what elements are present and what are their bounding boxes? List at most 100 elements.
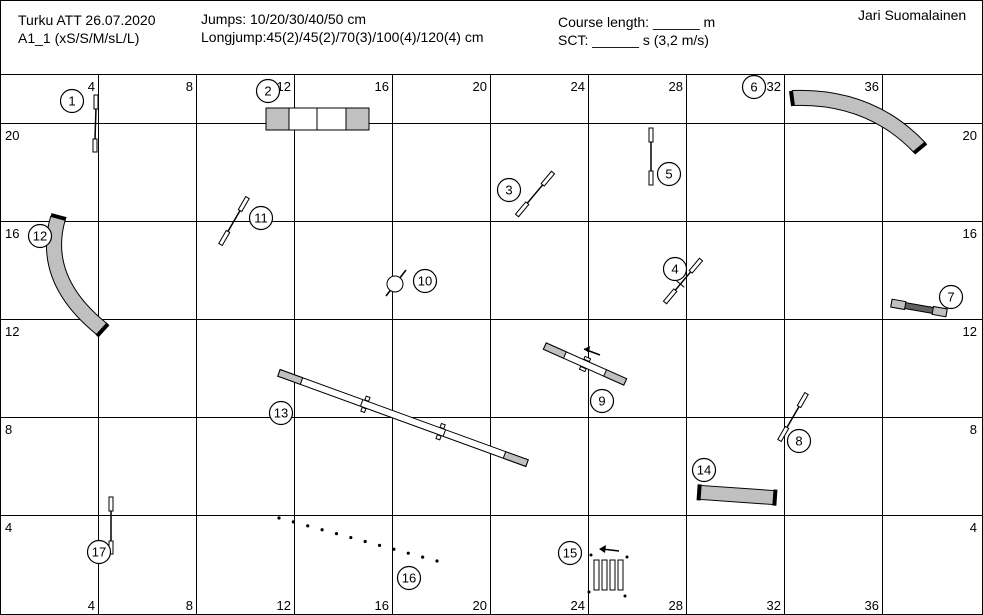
svg-text:12: 12 bbox=[33, 229, 47, 244]
course-number-17: 17 bbox=[86, 539, 112, 565]
right-grid-label: 12 bbox=[963, 324, 977, 339]
course-number-11: 11 bbox=[248, 205, 274, 231]
arrowhead-9 bbox=[584, 346, 590, 353]
svg-text:11: 11 bbox=[254, 211, 268, 226]
svg-text:8: 8 bbox=[795, 434, 802, 449]
obstacle-15-longjump bbox=[587, 545, 629, 598]
course-number-7: 7 bbox=[938, 284, 964, 310]
bottom-grid-label: 36 bbox=[865, 598, 879, 613]
weave-pole bbox=[406, 551, 410, 555]
course-number-1: 1 bbox=[59, 88, 85, 114]
right-grid-label: 20 bbox=[963, 128, 977, 143]
course-number-3: 3 bbox=[496, 177, 522, 203]
judge-name: Jari Suomalainen bbox=[858, 7, 967, 23]
svg-text:7: 7 bbox=[947, 290, 954, 305]
obstacle-4-jump bbox=[662, 257, 704, 305]
svg-text:3: 3 bbox=[505, 183, 512, 198]
obstacle-3-jump bbox=[514, 170, 556, 218]
top-grid-label: 20 bbox=[473, 79, 487, 94]
weave-pole bbox=[349, 535, 353, 540]
weave-pole bbox=[377, 543, 382, 547]
weave-pole bbox=[421, 555, 425, 559]
weave-pole bbox=[392, 547, 396, 551]
obstacle-1-jump bbox=[92, 94, 99, 153]
course-number-2: 2 bbox=[255, 78, 281, 104]
svg-text:6: 6 bbox=[750, 80, 757, 95]
svg-text:16: 16 bbox=[402, 571, 416, 586]
weave-pole bbox=[277, 516, 281, 520]
bottom-grid-label: 20 bbox=[473, 598, 487, 613]
course-number-12: 12 bbox=[27, 223, 53, 249]
weave-pole bbox=[291, 520, 295, 524]
svg-text:1: 1 bbox=[68, 94, 75, 109]
svg-text:13: 13 bbox=[274, 406, 288, 421]
sct-label: SCT: ______ s (3,2 m/s) bbox=[558, 32, 709, 48]
obstacle-8-jump bbox=[777, 391, 809, 443]
right-grid-label: 4 bbox=[970, 520, 977, 535]
course-number-14: 14 bbox=[691, 457, 717, 483]
bottom-grid-label: 4 bbox=[88, 598, 95, 613]
course-number-10: 10 bbox=[412, 268, 438, 294]
svg-text:2: 2 bbox=[264, 84, 271, 99]
left-grid-label: 8 bbox=[5, 422, 12, 437]
top-grid-label: 32 bbox=[767, 79, 781, 94]
obstacle-7-tunnel-short bbox=[890, 298, 948, 318]
course-number-13: 13 bbox=[268, 400, 294, 426]
course-number-6: 6 bbox=[741, 74, 767, 100]
obstacle-11-jump bbox=[218, 195, 250, 247]
svg-text:5: 5 bbox=[665, 167, 672, 182]
weave-pole bbox=[320, 528, 324, 532]
course-number-4: 4 bbox=[662, 256, 688, 282]
obstacle-14-tunnel bbox=[696, 484, 778, 506]
course-number-9: 9 bbox=[589, 388, 615, 414]
weave-pole bbox=[363, 539, 367, 544]
bottom-grid-label: 28 bbox=[669, 598, 683, 613]
right-grid-label: 8 bbox=[970, 422, 977, 437]
top-grid-label: 4 bbox=[88, 79, 95, 94]
svg-text:9: 9 bbox=[598, 394, 605, 409]
obstacle-13-dogwalk bbox=[277, 368, 529, 468]
top-grid-label: 16 bbox=[375, 79, 389, 94]
top-grid-label: 24 bbox=[571, 79, 585, 94]
svg-text:14: 14 bbox=[697, 463, 711, 478]
longjump-sizes: Longjump:45(2)/45(2)/70(3)/100(4)/120(4)… bbox=[201, 29, 484, 45]
left-grid-label: 16 bbox=[5, 226, 19, 241]
svg-text:15: 15 bbox=[563, 546, 577, 561]
obstacle-10-tire bbox=[385, 269, 407, 297]
top-grid-label: 8 bbox=[186, 79, 193, 94]
obstacle-12-tunnel bbox=[46, 213, 110, 338]
course-number-5: 5 bbox=[656, 161, 682, 187]
course-number-15: 15 bbox=[557, 540, 583, 566]
class-label: A1_1 (xS/S/M/sL/L) bbox=[18, 30, 140, 46]
weave-pole bbox=[435, 559, 439, 563]
bottom-grid-label: 32 bbox=[767, 598, 781, 613]
left-grid-label: 12 bbox=[5, 324, 19, 339]
bottom-grid-label: 12 bbox=[277, 598, 291, 613]
bottom-grid-label: 24 bbox=[571, 598, 585, 613]
right-grid-label: 16 bbox=[963, 226, 977, 241]
top-grid-label: 28 bbox=[669, 79, 683, 94]
bottom-grid-label: 16 bbox=[375, 598, 389, 613]
svg-text:4: 4 bbox=[671, 262, 678, 277]
obstacle-2-wall bbox=[265, 107, 370, 131]
event-title: Turku ATT 26.07.2020 bbox=[18, 12, 156, 28]
weave-pole bbox=[306, 524, 310, 528]
left-grid-label: 20 bbox=[5, 128, 19, 143]
top-grid-label: 36 bbox=[865, 79, 879, 94]
obstacle-16-weave bbox=[277, 516, 439, 563]
left-grid-label: 4 bbox=[5, 520, 12, 535]
obstacle-9-seesaw bbox=[542, 342, 628, 386]
course-number-16: 16 bbox=[396, 565, 422, 591]
obstacle-6-tunnel bbox=[789, 89, 928, 155]
course-number-8: 8 bbox=[786, 428, 812, 454]
jump-heights: Jumps: 10/20/30/40/50 cm bbox=[201, 11, 366, 27]
obstacle-17-jump bbox=[108, 496, 114, 555]
obstacle-5-jump bbox=[648, 127, 654, 186]
weave-pole bbox=[334, 532, 339, 536]
svg-text:17: 17 bbox=[92, 545, 106, 560]
